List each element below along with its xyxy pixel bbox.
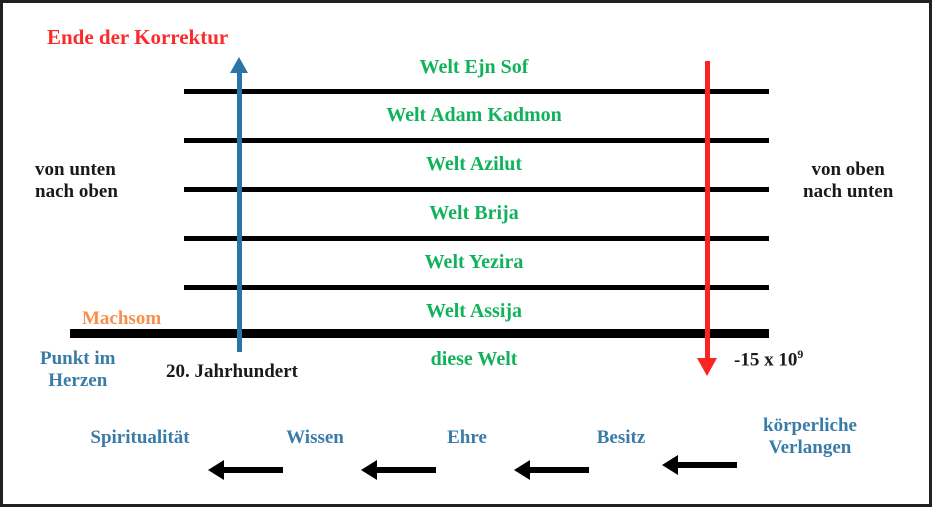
desire-arrow-4: [662, 455, 737, 475]
end-of-correction-label: Ende der Korrektur: [47, 25, 229, 49]
time-scale-exponent: 9: [797, 348, 804, 361]
arrow-head-icon: [514, 460, 530, 480]
world-separator-line-2: [184, 138, 769, 143]
right-direction-caption: von oben nach unten: [803, 159, 893, 204]
time-scale-label: -15 x 109: [734, 348, 803, 372]
left-direction-caption-line2: nach oben: [35, 181, 118, 203]
upward-time-arrow-head: [230, 57, 248, 73]
arrow-shaft: [674, 462, 737, 468]
world-label-diese-welt: diese Welt: [430, 348, 518, 370]
desire-label-koerperliche-verlangen-line1: körperliche: [763, 415, 857, 436]
left-direction-caption-line1: von unten: [35, 159, 116, 180]
desire-label-besitz: Besitz: [596, 427, 646, 448]
desire-label-ehre: Ehre: [447, 427, 487, 448]
world-separator-line-5: [184, 285, 769, 290]
desire-label-wissen: Wissen: [286, 427, 344, 448]
desire-label-koerperliche-verlangen: körperliche Verlangen: [763, 415, 857, 460]
world-label-welt-brija: Welt Brija: [429, 202, 519, 224]
world-label-welt-yezira: Welt Yezira: [424, 251, 524, 273]
world-label-welt-ejn-sof: Welt Ejn Sof: [419, 56, 529, 78]
desire-arrow-3: [514, 460, 589, 480]
machsom-label: Machsom: [82, 308, 162, 329]
arrow-head-icon: [662, 455, 678, 475]
arrow-shaft: [526, 467, 589, 473]
arrow-shaft: [373, 467, 436, 473]
point-in-heart-label: Punkt im Herzen: [40, 348, 116, 393]
right-direction-caption-line1: von oben: [811, 159, 885, 180]
time-scale-value: -15 x 10: [734, 349, 798, 371]
desire-label-spiritualitaet: Spiritualität: [90, 427, 190, 448]
world-separator-line-1: [184, 89, 769, 94]
machsom-barrier-line: [70, 329, 769, 338]
right-direction-caption-line2: nach unten: [803, 181, 894, 203]
downward-time-arrow-head: [697, 358, 717, 376]
world-separator-line-3: [184, 187, 769, 192]
world-label-welt-assija: Welt Assija: [425, 300, 523, 322]
world-separator-line-4: [184, 236, 769, 241]
desire-arrow-1: [208, 460, 283, 480]
desire-label-koerperliche-verlangen-line2: Verlangen: [768, 437, 852, 459]
point-in-heart-line2: Herzen: [48, 370, 108, 392]
point-in-heart-line1: Punkt im: [40, 348, 116, 369]
desire-arrow-2: [361, 460, 436, 480]
left-direction-caption: von unten nach oben: [35, 159, 118, 204]
upward-time-arrow-shaft: [237, 69, 242, 352]
arrow-shaft: [220, 467, 283, 473]
world-label-welt-azilut: Welt Azilut: [425, 153, 523, 175]
arrow-head-icon: [208, 460, 224, 480]
downward-time-arrow-shaft: [705, 61, 710, 360]
twentieth-century-label: 20. Jahrhundert: [166, 361, 298, 382]
world-label-welt-adam-kadmon: Welt Adam Kadmon: [386, 104, 562, 126]
arrow-head-icon: [361, 460, 377, 480]
